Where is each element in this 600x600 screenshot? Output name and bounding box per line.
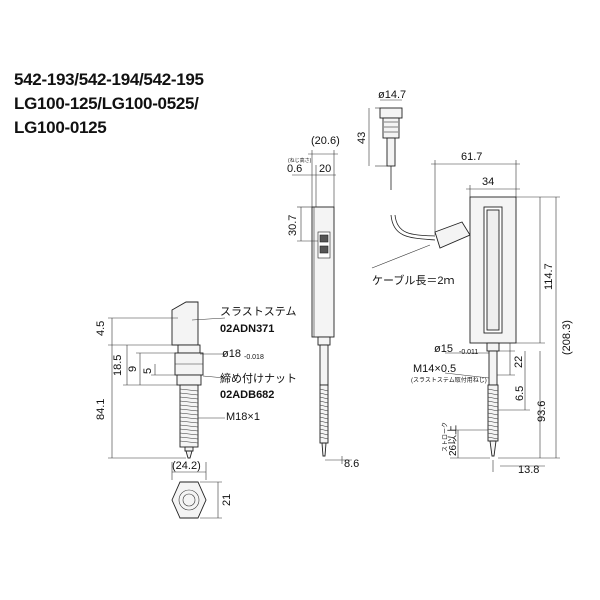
dim-34: 34 <box>482 176 494 188</box>
hex-height-dim: 21 <box>221 494 233 506</box>
thrust-stem-thread-note: (スラストステム取付用ねじ) <box>411 376 487 384</box>
dim-13-8: 13.8 <box>518 464 539 476</box>
thread-m14-label: M14×0.5 <box>413 363 456 375</box>
diameter-18-label: ø18 <box>222 348 241 360</box>
dim-61-7: 61.7 <box>461 151 482 163</box>
thrust-stem-part-number: 02ADN371 <box>220 323 274 335</box>
dim-8-6: 8.6 <box>344 458 359 470</box>
dim-93-6: 93.6 <box>536 401 548 422</box>
lock-nut-label: 締め付けナット <box>220 371 297 385</box>
dim-22: 22 <box>513 356 525 368</box>
model-title-line-3: LG100-0125 <box>14 118 107 137</box>
front-view-drawing <box>292 150 352 464</box>
threaded-stem-side <box>179 384 199 448</box>
hex-nut-view <box>171 462 222 519</box>
side-view-drawing <box>108 301 204 459</box>
cable-length-label: ケーブル長＝2ｍ <box>372 273 454 287</box>
thrust-stem-label: スラストステム <box>220 305 296 318</box>
hex-width-dim: (24.2) <box>172 460 201 472</box>
dim-114-7: 114.7 <box>543 263 555 290</box>
thread-m18-label: M18×1 <box>226 411 260 423</box>
dim-208-3: (208.3) <box>561 320 573 355</box>
threaded-stem-front <box>319 384 329 444</box>
screw-height-note: (ねじ高さ) <box>288 157 312 164</box>
dim-0-6: 0.6 <box>287 163 302 175</box>
dim-9: 9 <box>127 366 139 372</box>
dim-5: 5 <box>142 368 154 374</box>
cable-connector-drawing <box>368 99 436 269</box>
model-title-line-2: LG100-125/LG100-0525/ <box>14 94 199 113</box>
lock-nut-part-number: 02ADB682 <box>220 389 274 401</box>
stroke-value: 26以上 <box>447 425 459 456</box>
dim-18-5: 18.5 <box>112 355 124 376</box>
dim-30-7: 30.7 <box>287 215 299 236</box>
stroke-label: ストローク <box>442 422 449 452</box>
diameter-15-label: ø15 <box>434 343 453 355</box>
dim-6-5: 6.5 <box>514 386 526 401</box>
dim-20: 20 <box>319 163 331 175</box>
model-title-line-1: 542-193/542-194/542-195 <box>14 70 204 89</box>
connector-diameter-dim: ø14.7 <box>378 89 406 101</box>
dim-20-6: (20.6) <box>311 135 340 147</box>
dim-84-1: 84.1 <box>95 399 107 420</box>
dim-4-5: 4.5 <box>95 321 107 336</box>
dim-43: 43 <box>356 132 368 144</box>
diameter-18-tolerance: -0.018 <box>244 354 264 361</box>
main-unit-drawing <box>431 160 560 472</box>
threaded-stem-unit <box>487 384 499 442</box>
diameter-15-tolerance: -0.011 <box>459 349 478 356</box>
